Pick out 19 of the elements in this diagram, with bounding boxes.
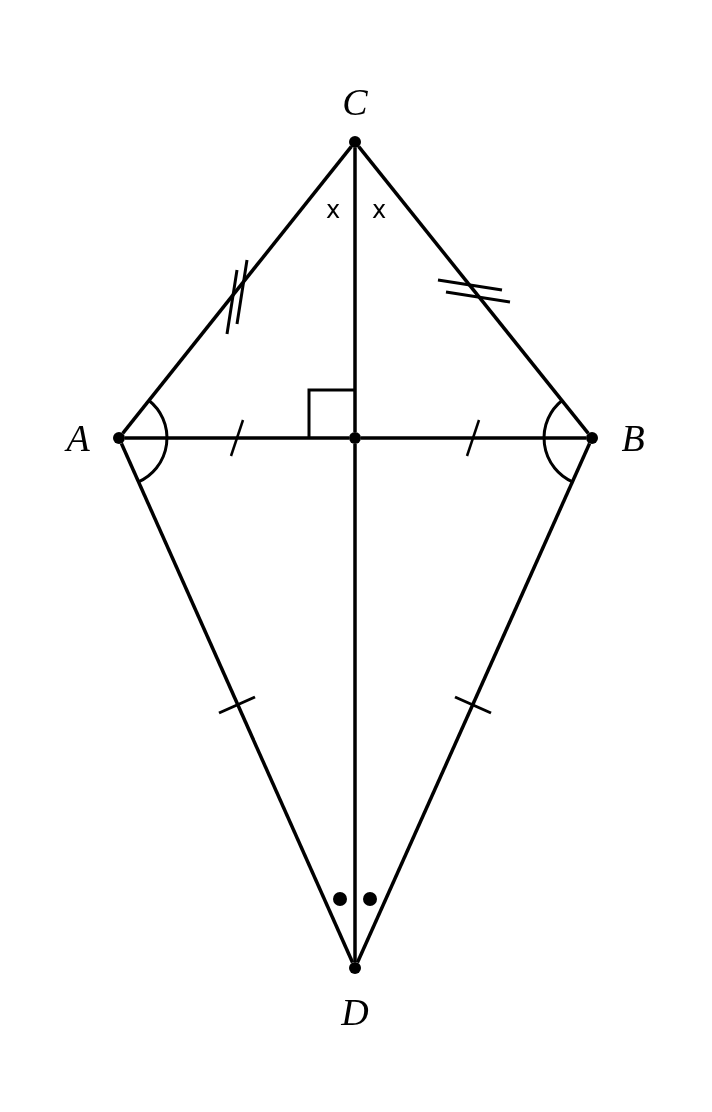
point-label: A [66, 416, 90, 460]
point-dot [349, 136, 361, 148]
line-segment [353, 148, 357, 432]
angle-mark: x [325, 196, 341, 224]
line-segment [125, 436, 349, 440]
line-segment [355, 442, 592, 964]
line-segment [121, 145, 353, 435]
line-segment [357, 145, 590, 435]
line-segment [119, 442, 355, 964]
point-dot [349, 962, 361, 974]
point-label: C [342, 80, 368, 124]
point-dot [586, 432, 598, 444]
point-label: B [621, 416, 645, 460]
point-label: D [341, 990, 369, 1034]
line-segment [361, 436, 586, 440]
point-dot [113, 432, 125, 444]
line-segment [353, 444, 357, 962]
point-dot [349, 432, 361, 444]
angle-mark: x [371, 196, 387, 224]
